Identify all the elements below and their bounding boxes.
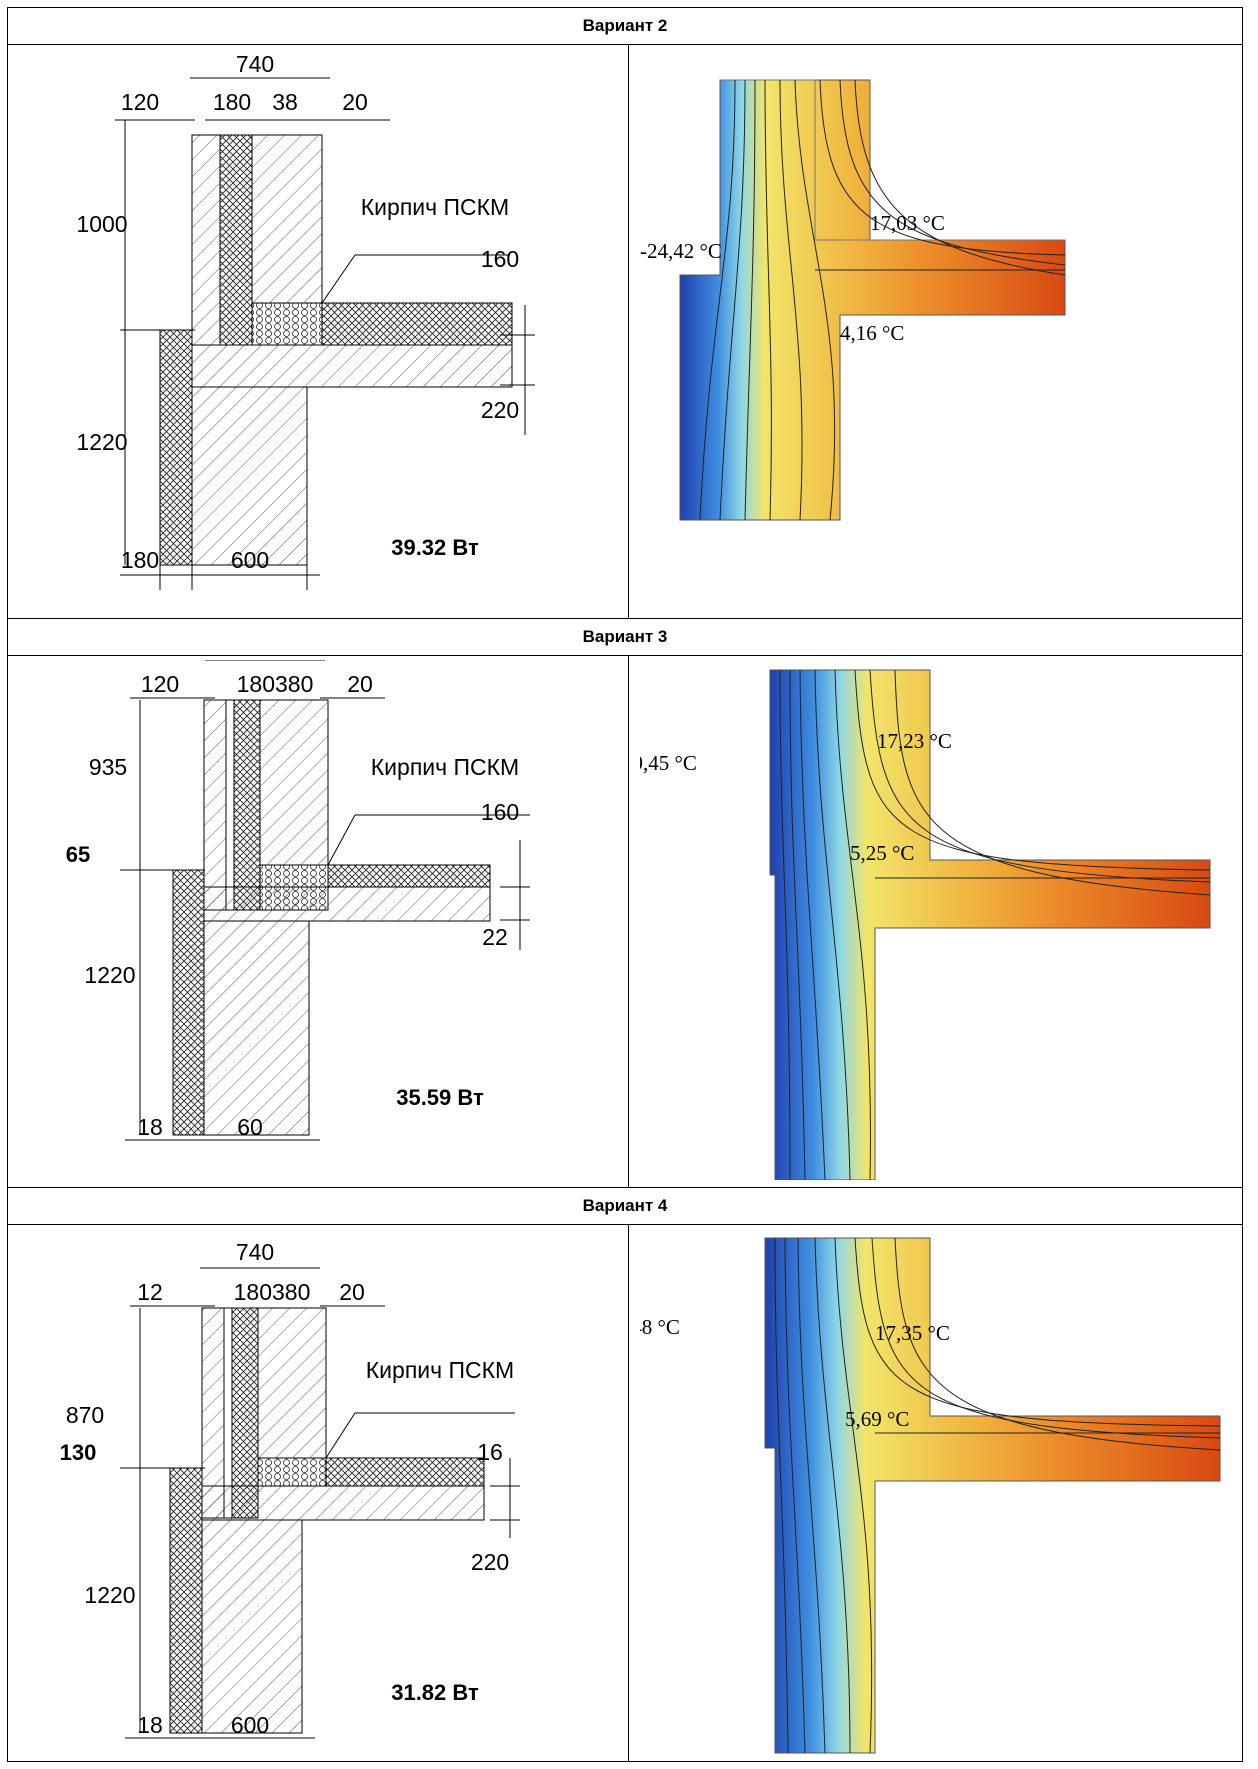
dim-top-b: 180380	[234, 1279, 311, 1305]
variant-2-construction-drawing: 740 120 180 38 20 1000 1220 160 220 180 …	[76, 51, 535, 590]
dim-left-upper: 935	[89, 754, 127, 780]
row-divider	[7, 1187, 1243, 1188]
material-label: Кирпич ПСКМ	[366, 1357, 514, 1383]
temp-outer: -30,48 °C	[640, 1315, 680, 1339]
dim-right-b: 22	[482, 924, 508, 950]
dim-top-a: 120	[121, 89, 159, 115]
row-divider	[7, 618, 1243, 619]
dim-right-b: 220	[481, 397, 519, 423]
dim-top-b: 180	[213, 89, 251, 115]
variant-3-temperature-field: -29,45 °C 17,23 °C 5,25 °C	[640, 669, 1211, 1180]
dim-top-a: 120	[141, 671, 179, 697]
dim-bottom-b: 60	[237, 1114, 263, 1140]
dim-right-a: 160	[481, 799, 519, 825]
dim-right-a: 16	[477, 1439, 503, 1465]
dim-right-b: 220	[471, 1549, 509, 1575]
dim-offset: 65	[66, 842, 90, 867]
dim-left-lower: 1220	[76, 429, 127, 455]
variant-4-temperature-field: -30,48 °C 17,35 °C 5,69 °C	[640, 1237, 1221, 1754]
dim-right-a: 160	[481, 246, 519, 272]
dim-top-d: 20	[339, 1279, 365, 1305]
heat-flow-value: 39.32 Вт	[391, 535, 479, 560]
dim-top-total: 740	[236, 51, 274, 77]
variant-2-temperature-field: -24,42 °C 17,03 °C 4,16 °C	[640, 79, 1066, 521]
dim-left-lower: 1220	[84, 962, 135, 988]
dim-offset: 130	[60, 1440, 97, 1465]
variant-2-header: Вариант 2	[7, 7, 1243, 45]
dim-top-c: 38	[272, 89, 298, 115]
dim-bottom-a: 18	[137, 1114, 163, 1140]
heat-flow-value: 35.59 Вт	[396, 1085, 484, 1110]
temp-inner: 17,03 °C	[870, 211, 945, 235]
dim-top-a: 12	[137, 1279, 163, 1305]
temp-outer: -24,42 °C	[640, 239, 722, 263]
temp-outer: -29,45 °C	[640, 751, 697, 775]
variant-3-construction-drawing: 740 120 180380 20 935 65 1220 160 22 18 …	[66, 660, 530, 1141]
dim-left-upper: 1000	[76, 211, 127, 237]
dim-top-total: 740	[249, 660, 287, 663]
variant-3-header: Вариант 3	[7, 618, 1243, 656]
temp-corner: 4,16 °C	[840, 321, 904, 345]
dim-left-upper: 870	[66, 1402, 104, 1428]
dim-top-d: 20	[347, 671, 373, 697]
material-label: Кирпич ПСКМ	[371, 754, 519, 780]
dim-top-d: 20	[342, 89, 368, 115]
variant-4-header: Вариант 4	[7, 1187, 1243, 1225]
dim-bottom-b: 600	[231, 1712, 269, 1738]
material-label: Кирпич ПСКМ	[361, 194, 509, 220]
temp-corner: 5,25 °C	[850, 841, 914, 865]
column-divider	[628, 45, 629, 618]
dim-bottom-a: 18	[137, 1712, 163, 1738]
dim-bottom-b: 600	[231, 547, 269, 573]
dim-left-lower: 1220	[84, 1582, 135, 1608]
variant-4-construction-drawing: 740 12 180380 20 870 130 1220 16 220 18 …	[60, 1239, 520, 1739]
dim-top-total: 740	[236, 1239, 274, 1265]
column-divider	[628, 1225, 629, 1762]
comparison-table	[7, 7, 1243, 1762]
temp-corner: 5,69 °C	[845, 1407, 909, 1431]
heat-flow-value: 31.82 Вт	[391, 1680, 479, 1705]
temp-inner: 17,23 °C	[877, 729, 952, 753]
dim-bottom-a: 180	[121, 547, 159, 573]
column-divider	[628, 656, 629, 1187]
temp-inner: 17,35 °C	[875, 1321, 950, 1345]
dim-top-b: 180380	[237, 671, 314, 697]
